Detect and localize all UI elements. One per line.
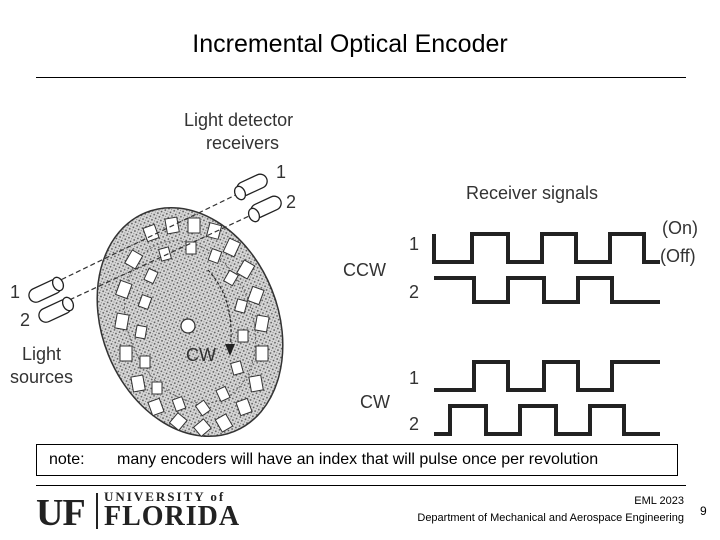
ccw-channel-1-label: 1 (409, 234, 420, 254)
ccw-signal-1 (432, 232, 660, 264)
logo-florida: FLORIDA (104, 501, 241, 532)
waveforms (432, 232, 660, 436)
logo-divider (96, 493, 98, 529)
slide-title: Incremental Optical Encoder (192, 30, 508, 58)
signals-title: Receiver signals (466, 183, 599, 203)
rotation-arc (207, 269, 232, 351)
cw-channel-1-label: 1 (409, 368, 420, 388)
detector-label-line1: Light detector (184, 110, 294, 130)
light-beams (39, 187, 263, 311)
title-divider (36, 77, 686, 78)
on-label: (On) (662, 218, 698, 238)
ccw-signal-2 (434, 276, 660, 304)
cw-channel-2-label: 2 (409, 414, 420, 434)
footer-course: EML 2023 (634, 495, 684, 507)
note-text: many encoders will have an index that wi… (117, 451, 599, 468)
uf-logo: UF UNIVERSITY of FLORIDA (36, 489, 256, 534)
logo-university-of: UNIVERSITY of (104, 489, 226, 504)
footer-department: Department of Mechanical and Aerospace E… (417, 512, 684, 524)
note-label: note: (49, 451, 85, 468)
sources-label-line2: sources (10, 367, 74, 387)
source-2-label: 2 (20, 310, 31, 330)
source-1-label: 1 (10, 282, 21, 302)
disk-hub (180, 318, 196, 334)
light-sources (28, 276, 75, 323)
sources-label-line1: Light (22, 344, 62, 364)
disk-slots (114, 216, 270, 438)
encoder-diagram (28, 173, 660, 438)
ccw-channel-2-label: 2 (409, 282, 420, 302)
cw-signal-1 (434, 360, 660, 392)
detector-label-line2: receivers (206, 133, 280, 153)
note-box: note: many encoders will have an index t… (36, 444, 678, 476)
rotation-arrow-icon (225, 344, 235, 356)
footer-divider (36, 485, 686, 486)
ccw-label: CCW (343, 260, 386, 280)
detector-2-label: 2 (286, 192, 297, 212)
page-number: 9 (700, 504, 707, 518)
cw-label: CW (360, 392, 390, 412)
rotation-label: CW (186, 345, 216, 365)
detector-1-label: 1 (276, 162, 287, 182)
off-label: (Off) (660, 246, 696, 266)
cw-signal-2 (434, 404, 660, 436)
uf-monogram: UF (36, 492, 86, 534)
detector-receivers (233, 173, 282, 223)
